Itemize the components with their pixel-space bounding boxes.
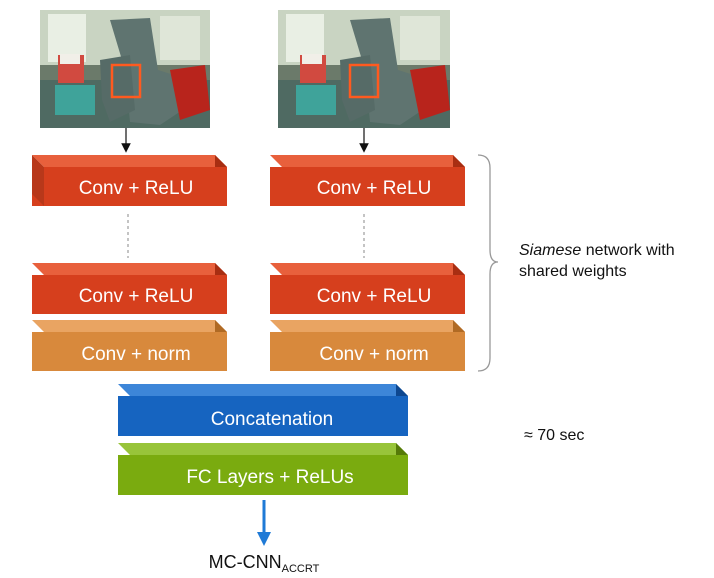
- siamese-brace: [477, 154, 499, 372]
- left-patch-box: [110, 63, 142, 99]
- fc-layers-block: FC Layers + ReLUs: [118, 443, 408, 495]
- left-conv-relu-1-block: Conv + ReLU: [32, 155, 227, 206]
- concatenation-block: Concatenation: [118, 384, 408, 436]
- right-conv-norm-block: Conv + norm: [270, 320, 465, 371]
- right-patch-box: [348, 63, 380, 99]
- siamese-note: Siamese network with shared weights: [519, 240, 675, 282]
- right-conv-norm-label: Conv + norm: [319, 344, 428, 365]
- right-tower: Conv + ReLU Conv + ReLU Conv + norm: [270, 155, 465, 371]
- fc-layers-label: FC Layers + ReLUs: [186, 467, 353, 488]
- left-conv-relu-2-label: Conv + ReLU: [79, 286, 194, 307]
- right-conv-relu-1-label: Conv + ReLU: [317, 178, 432, 199]
- output-name: MC-CNN: [208, 552, 282, 572]
- concatenation-label: Concatenation: [211, 409, 334, 430]
- output-arrow: [257, 500, 271, 546]
- left-conv-relu-2-block: Conv + ReLU: [32, 263, 227, 314]
- right-conv-relu-2-block: Conv + ReLU: [270, 263, 465, 314]
- right-input-image: [278, 10, 450, 128]
- timing-label: ≈ 70 sec: [524, 427, 585, 444]
- right-conv-relu-2-label: Conv + ReLU: [317, 286, 432, 307]
- left-conv-norm-block: Conv + norm: [32, 320, 227, 371]
- left-input-image: [40, 10, 210, 128]
- output-subscript: ACCRT: [281, 563, 320, 575]
- siamese-italic: Siamese: [519, 242, 582, 259]
- output-label: MC-CNNACCRT: [0, 552, 528, 575]
- left-conv-norm-label: Conv + norm: [81, 344, 190, 365]
- siamese-rest: network with: [581, 242, 675, 259]
- right-conv-relu-1-block: Conv + ReLU: [270, 155, 465, 206]
- siamese-line2: shared weights: [519, 263, 627, 280]
- left-tower: Conv + ReLU Conv + ReLU Conv + norm: [32, 155, 227, 371]
- left-conv-relu-1-label: Conv + ReLU: [79, 178, 194, 199]
